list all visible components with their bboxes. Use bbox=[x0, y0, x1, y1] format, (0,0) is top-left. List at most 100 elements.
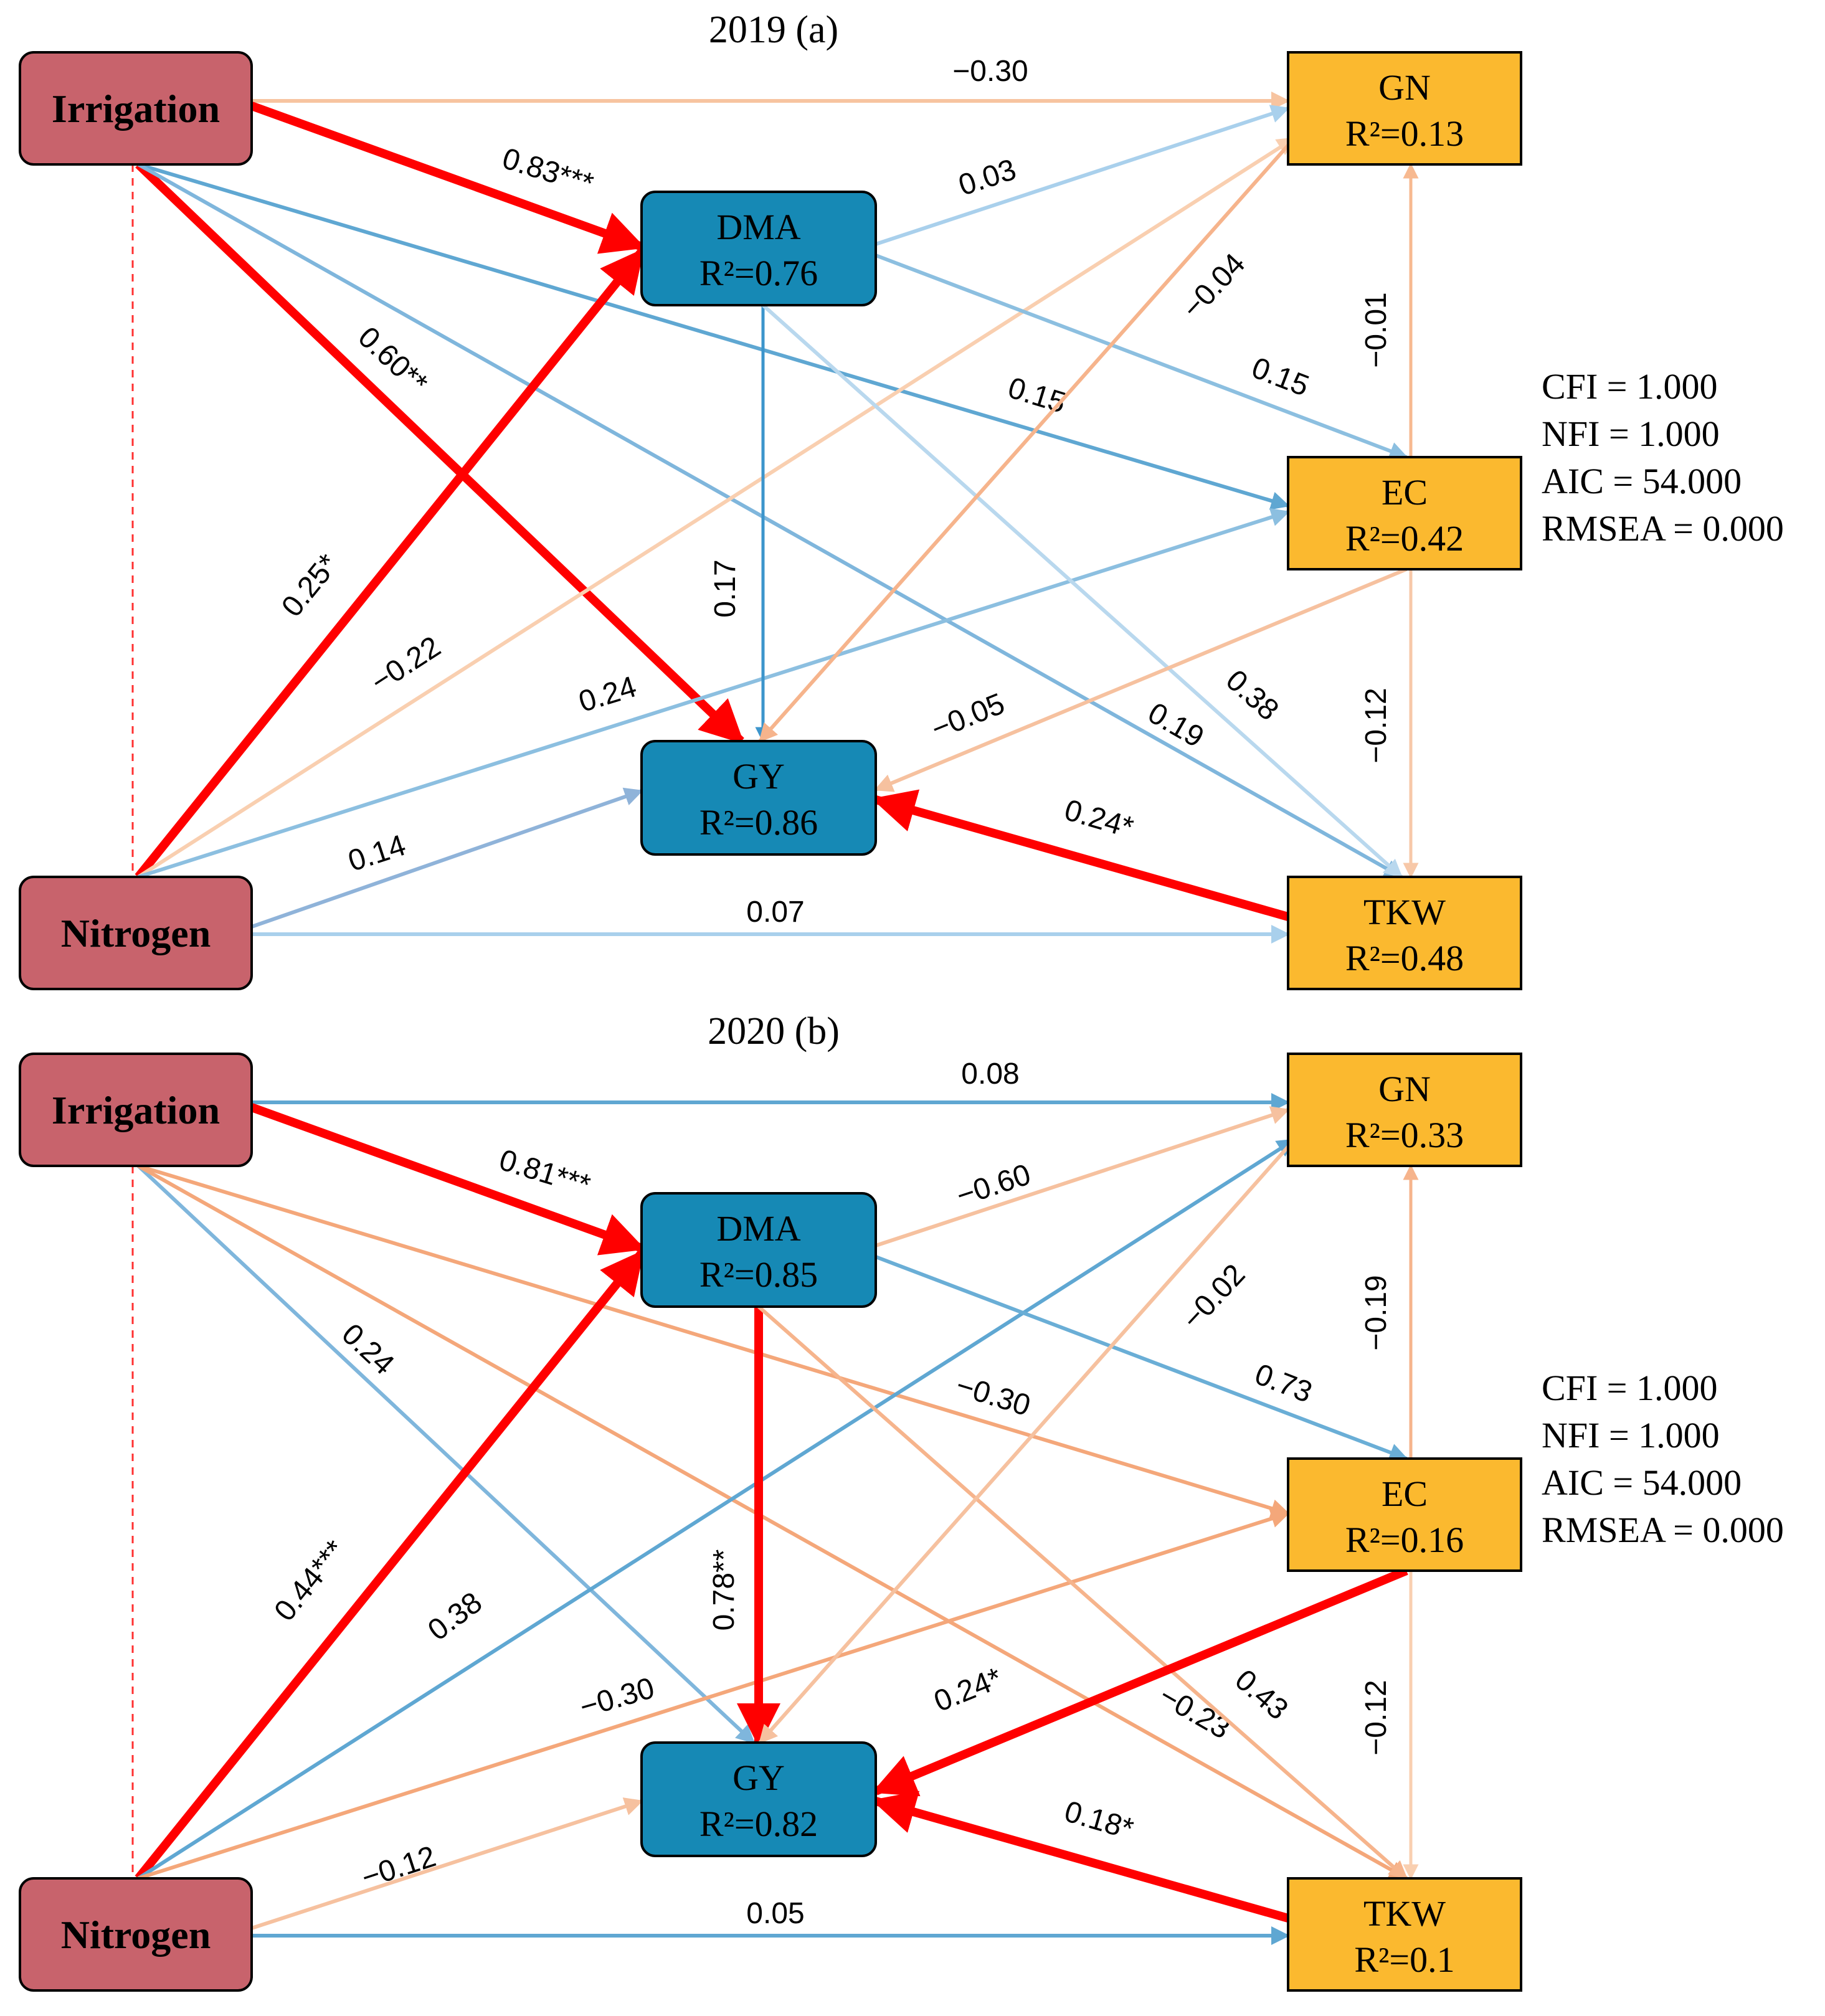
path-coefficient-label: −0.12 bbox=[1360, 688, 1393, 763]
model-fit-line: RMSEA = 0.000 bbox=[1542, 1510, 1784, 1550]
node-name: Nitrogen bbox=[61, 1913, 211, 1957]
node-box bbox=[19, 876, 253, 990]
path-nitrogen-to-ec bbox=[138, 1509, 1290, 1880]
path-coefficient-label: −0.05 bbox=[927, 687, 1009, 746]
path-nitrogen-to-dma bbox=[135, 248, 645, 880]
node-irrigation: Irrigation bbox=[19, 51, 253, 166]
node-tkw: TKW R²=0.1 bbox=[1287, 1877, 1522, 1992]
path-irrigation-to-ec bbox=[138, 1164, 1290, 1518]
path-coefficient-label: 0.18* bbox=[1061, 1795, 1137, 1846]
node-name: Irrigation bbox=[52, 87, 220, 131]
node-name: Irrigation bbox=[52, 1088, 220, 1132]
path-tkw-to-gy bbox=[871, 789, 1289, 921]
model-fit-line: AIC = 54.000 bbox=[1542, 1462, 1742, 1503]
path-nitrogen-to-dma bbox=[135, 1249, 645, 1881]
node-r-squared: R²=0.33 bbox=[1345, 1115, 1464, 1155]
model-fit-line: NFI = 1.000 bbox=[1542, 414, 1720, 454]
path-coefficient-label: 0.38 bbox=[422, 1586, 488, 1647]
node-dma: DMA R²=0.76 bbox=[640, 191, 877, 306]
node-name: TKW bbox=[1363, 892, 1446, 932]
path-coefficient-label: 0.78** bbox=[708, 1550, 741, 1631]
path-coefficient-label: 0.24* bbox=[929, 1662, 1007, 1718]
node-name: GN bbox=[1378, 67, 1431, 108]
node-r-squared: R²=0.13 bbox=[1345, 113, 1464, 154]
node-name: DMA bbox=[716, 207, 800, 247]
panel-2020: 2020 (b)0.080.81***0.24−0.30−0.230.44***… bbox=[19, 1010, 1784, 1992]
path-dma-to-ec bbox=[875, 1255, 1408, 1462]
panel-2019: 2019 (a)−0.300.83***0.60**0.150.190.25*−… bbox=[19, 9, 1784, 990]
path-coefficient-label: 0.83*** bbox=[498, 142, 597, 201]
node-r-squared: R²=0.85 bbox=[699, 1254, 818, 1295]
node-r-squared: R²=0.42 bbox=[1345, 518, 1464, 559]
path-dma-to-tkw bbox=[757, 1305, 1408, 1880]
path-coefficient-label: 0.81*** bbox=[495, 1143, 594, 1202]
node-name: DMA bbox=[716, 1208, 800, 1249]
path-coefficient-label: 0.43 bbox=[1229, 1663, 1294, 1726]
node-gn: GN R²=0.13 bbox=[1287, 51, 1522, 166]
path-gn-to-gy bbox=[758, 1138, 1296, 1744]
path-coefficient-label: 0.25* bbox=[275, 548, 345, 623]
path-coefficient-label: 0.15 bbox=[1004, 371, 1069, 420]
node-box bbox=[1287, 51, 1522, 166]
path-coefficient-label: 0.24* bbox=[1061, 793, 1137, 845]
node-box bbox=[19, 1877, 253, 1992]
path-coefficient-label: 0.14 bbox=[344, 829, 410, 878]
path-coefficient-label: 0.24 bbox=[575, 670, 640, 719]
path-coefficient-label: −0.30 bbox=[952, 55, 1028, 88]
node-dma: DMA R²=0.85 bbox=[640, 1192, 877, 1308]
node-box bbox=[1287, 456, 1522, 570]
path-irrigation-to-tkw bbox=[137, 1164, 1408, 1880]
node-name: Nitrogen bbox=[61, 911, 211, 955]
path-coefficient-label: −0.12 bbox=[1360, 1680, 1393, 1755]
node-box bbox=[640, 1192, 877, 1308]
path-dma-to-tkw bbox=[761, 303, 1403, 879]
node-gn: GN R²=0.33 bbox=[1287, 1053, 1522, 1167]
path-irrigation-to-tkw bbox=[137, 163, 1403, 879]
node-ec: EC R²=0.16 bbox=[1287, 1457, 1522, 1572]
path-coefficient-label: 0.05 bbox=[746, 1897, 804, 1930]
node-name: TKW bbox=[1363, 1893, 1446, 1934]
node-name: GY bbox=[732, 1758, 785, 1798]
path-coefficient-label: 0.60** bbox=[352, 321, 434, 400]
path-coefficient-label: 0.19 bbox=[1142, 696, 1209, 754]
node-r-squared: R²=0.48 bbox=[1345, 938, 1464, 978]
node-box bbox=[1287, 876, 1522, 990]
node-tkw: TKW R²=0.48 bbox=[1287, 876, 1522, 990]
node-r-squared: R²=0.1 bbox=[1354, 1939, 1454, 1980]
node-name: GN bbox=[1378, 1069, 1431, 1109]
path-coefficient-label: 0.15 bbox=[1247, 351, 1313, 403]
model-fit-line: CFI = 1.000 bbox=[1542, 366, 1717, 407]
path-gn-to-gy bbox=[758, 137, 1296, 743]
path-coefficient-label: −0.19 bbox=[1360, 1275, 1393, 1350]
node-name: GY bbox=[732, 756, 785, 797]
path-coefficient-label: 0.17 bbox=[709, 559, 742, 617]
node-r-squared: R²=0.16 bbox=[1345, 1520, 1464, 1560]
path-coefficient-label: 0.07 bbox=[746, 896, 804, 929]
path-nitrogen-to-gy bbox=[251, 787, 643, 929]
path-irrigation-to-ec bbox=[138, 163, 1290, 510]
path-irrigation-to-dma bbox=[250, 1103, 646, 1256]
node-box bbox=[19, 1053, 253, 1167]
node-box bbox=[1287, 1053, 1522, 1167]
path-coefficient-label: −0.12 bbox=[358, 1840, 440, 1895]
path-nitrogen-to-gy bbox=[251, 1797, 643, 1930]
path-irrigation-to-gy bbox=[136, 1164, 756, 1744]
path-coefficient-label: 0.24 bbox=[335, 1317, 400, 1381]
model-fit-line: NFI = 1.000 bbox=[1542, 1415, 1720, 1455]
path-coefficient-label: 0.44*** bbox=[268, 1534, 352, 1627]
path-coefficient-label: −0.02 bbox=[1176, 1258, 1252, 1336]
node-box bbox=[19, 51, 253, 166]
node-nitrogen: Nitrogen bbox=[19, 1877, 253, 1992]
path-coefficient-label: 0.38 bbox=[1220, 664, 1285, 727]
node-irrigation: Irrigation bbox=[19, 1053, 253, 1167]
node-box bbox=[640, 191, 877, 306]
node-box bbox=[1287, 1877, 1522, 1992]
node-box bbox=[640, 1741, 877, 1857]
path-dma-to-gn bbox=[875, 105, 1290, 246]
node-name: EC bbox=[1382, 1474, 1428, 1514]
node-r-squared: R²=0.76 bbox=[699, 253, 818, 293]
